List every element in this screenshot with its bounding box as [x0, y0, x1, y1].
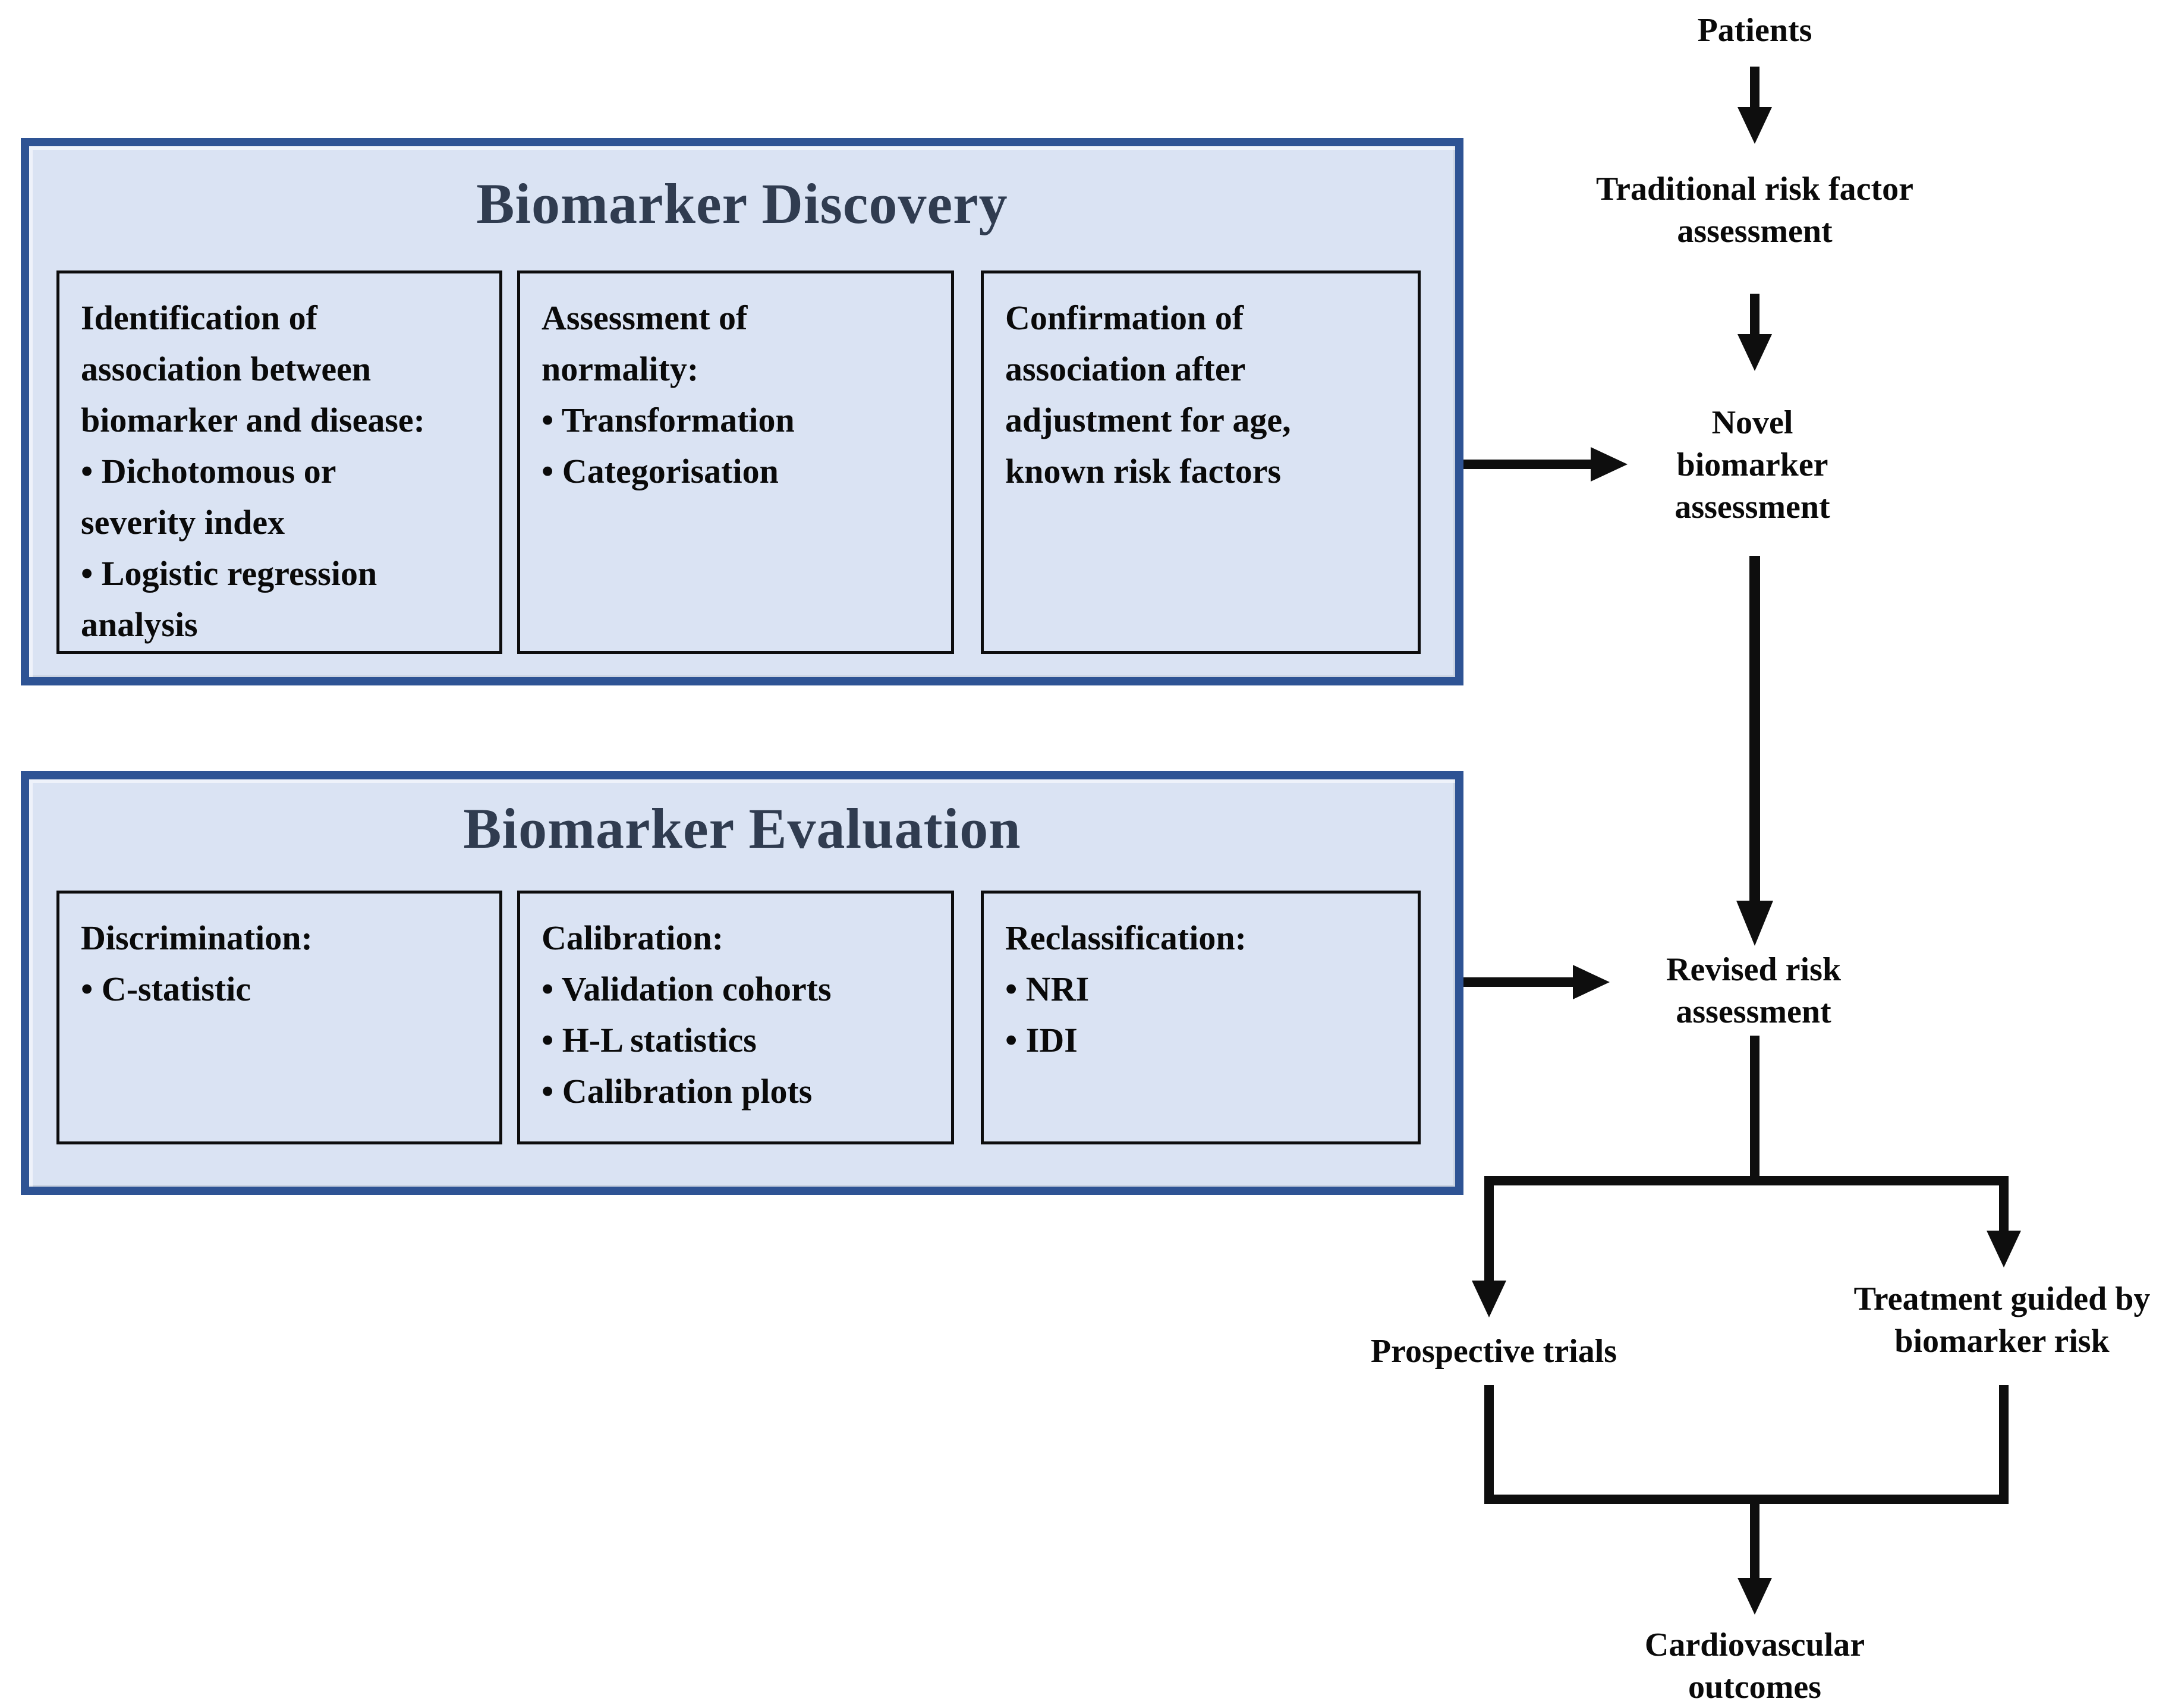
node-novel-biomarker-assessment: Novel biomarker assessment: [1674, 404, 1830, 526]
discovery-box-confirmation-text: Confirmation of association after adjust…: [1005, 298, 1291, 490]
discovery-box-identification-text: Identification of association between bi…: [81, 298, 425, 644]
node-treatment-guided-by-biomarker-risk: Treatment guided by biomarker risk: [1853, 1281, 2151, 1360]
node-revised-risk-assessment: Revised risk assessment: [1666, 951, 1841, 1030]
merge-horizontal-line: [1484, 1495, 2009, 1504]
branch-right-stem: [1999, 1176, 2009, 1231]
evaluation-box-discrimination-text: Discrimination: • C-statistic: [81, 919, 313, 1008]
arrow-head-down-icon: [1736, 901, 1773, 946]
evaluation-box-calibration-text: Calibration: • Validation cohorts • H-L …: [542, 919, 832, 1111]
discovery-box-normality-text: Assessment of normality: • Transformatio…: [542, 298, 795, 490]
node-traditional-risk-factor-assessment: Traditional risk factor assessment: [1595, 171, 1914, 250]
arrow-stem: [1750, 67, 1759, 107]
evaluation-box-calibration: Calibration: • Validation cohorts • H-L …: [517, 891, 954, 1144]
node-patients: Patients: [1697, 12, 1812, 49]
evaluation-box-reclassification-text: Reclassification: • NRI • IDI: [1005, 919, 1247, 1059]
node-prospective-trials: Prospective trials: [1370, 1333, 1617, 1370]
merge-left-stem: [1484, 1385, 1494, 1504]
branch-drop-stem: [1750, 1036, 1759, 1181]
arrow-head-down-icon: [1738, 1578, 1772, 1615]
discovery-box-identification: Identification of association between bi…: [56, 270, 502, 654]
arrow-stem: [1463, 977, 1573, 987]
evaluation-box-discrimination: Discrimination: • C-statistic: [56, 891, 502, 1144]
branch-left-stem: [1484, 1176, 1494, 1281]
arrow-head-down-icon: [1738, 334, 1772, 371]
branch-horizontal-line: [1484, 1176, 2009, 1185]
arrow-head-right-icon: [1573, 965, 1610, 999]
merge-right-stem: [1999, 1385, 2009, 1504]
discovery-box-confirmation: Confirmation of association after adjust…: [981, 270, 1421, 654]
arrow-head-down-icon: [1987, 1231, 2021, 1267]
evaluation-box-reclassification: Reclassification: • NRI • IDI: [981, 891, 1421, 1144]
merge-drop-stem: [1750, 1495, 1759, 1578]
arrow-head-down-icon: [1738, 107, 1772, 144]
arrow-stem: [1463, 460, 1591, 469]
arrow-head-down-icon: [1472, 1281, 1506, 1317]
discovery-panel: Biomarker Discovery Identification of as…: [21, 138, 1463, 685]
evaluation-panel: Biomarker Evaluation Discrimination: • C…: [21, 771, 1463, 1195]
discovery-panel-title: Biomarker Discovery: [476, 172, 1008, 235]
node-cardiovascular-outcomes: Cardiovascular outcomes: [1644, 1627, 1865, 1706]
arrow-head-right-icon: [1591, 447, 1628, 482]
arrow-stem: [1750, 294, 1759, 334]
discovery-box-normality: Assessment of normality: • Transformatio…: [517, 270, 954, 654]
evaluation-panel-title: Biomarker Evaluation: [463, 797, 1021, 860]
arrow-stem: [1749, 556, 1760, 901]
